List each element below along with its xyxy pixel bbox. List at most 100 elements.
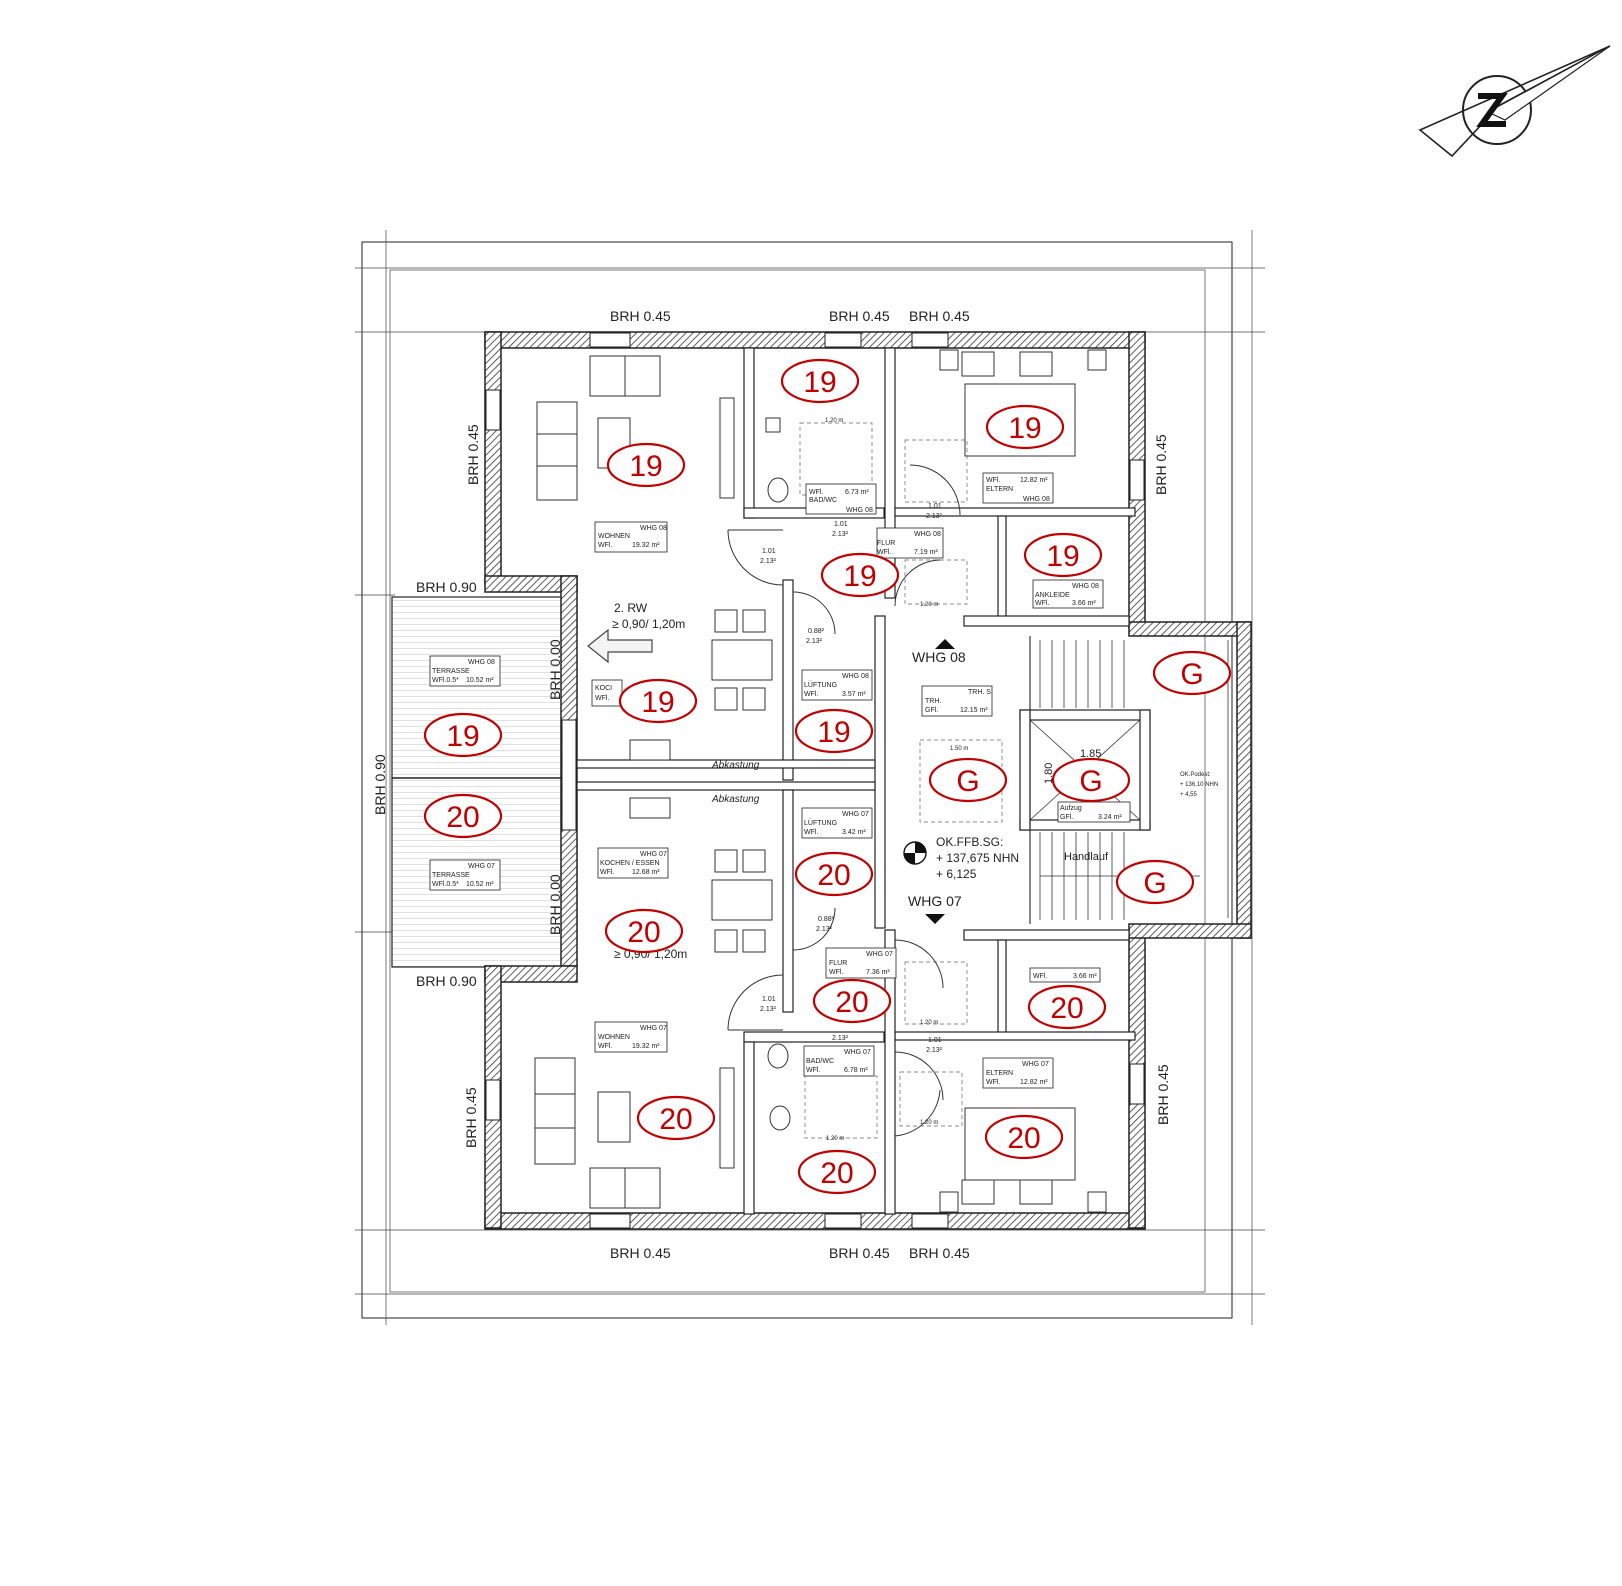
door-6-height: 2.13²	[760, 1006, 777, 1013]
room-box-bad-07: WHG 07 BAD/WC WFl. 6.78 m²	[803, 1045, 875, 1077]
clearance-120-d: 1.20 m	[920, 1120, 938, 1126]
svg-text:BAD/WC: BAD/WC	[809, 497, 837, 504]
room-box-treppenhaus: TRH. S TRH. GFl. 12.15 m²	[921, 685, 993, 717]
svg-text:10.52 m²: 10.52 m²	[466, 881, 494, 888]
clearance-120-c: 1.20 m	[920, 1020, 938, 1026]
svg-text:WHG 07: WHG 07	[842, 811, 869, 818]
clearance-120-a: 1.20 m	[825, 418, 843, 424]
unit-marker-oval-aufzug	[1051, 757, 1131, 803]
svg-text:WHG 07: WHG 07	[866, 951, 893, 958]
unit-marker-bad-08: 19	[803, 366, 836, 399]
brh-terrace-left: BRH 0.90	[372, 754, 388, 815]
podest-rel: + 4,55	[1180, 792, 1198, 798]
svg-text:KOCHEN / ESSEN: KOCHEN / ESSEN	[600, 860, 660, 867]
svg-text:TRH. S: TRH. S	[968, 689, 991, 696]
unit-marker-oval-flur-07	[812, 978, 892, 1024]
door-4-width: 0.88²	[808, 628, 825, 635]
unit-marker-oval-terrasse-08	[423, 712, 503, 758]
unit-marker-wohnen-08: 19	[629, 450, 662, 483]
brh-top-3: BRH 0.45	[909, 308, 970, 324]
svg-text:WFl.: WFl.	[986, 477, 1000, 484]
unit-marker-oval-flur-08	[820, 552, 900, 598]
unit-marker-aufzug: G	[1079, 765, 1102, 798]
svg-text:WFl.: WFl.	[595, 695, 609, 702]
unit-marker-oval-treppenhaus	[928, 757, 1008, 803]
svg-text:3.66 m²: 3.66 m²	[1073, 973, 1097, 980]
unit-marker-treppe-bottom: G	[1143, 867, 1166, 900]
unit-marker-oval-treppe-top	[1152, 650, 1232, 696]
terrace	[391, 596, 569, 968]
svg-text:LÜFTUNG: LÜFTUNG	[804, 819, 837, 827]
furniture-whg07	[534, 797, 1107, 1213]
svg-text:WFl.: WFl.	[806, 1067, 820, 1074]
svg-text:12.15 m²: 12.15 m²	[960, 707, 988, 714]
unit-marker-kochen-08: 19	[641, 686, 674, 719]
brh-bottom-1: BRH 0.45	[610, 1245, 671, 1261]
unit-marker-wohnen-07: 20	[659, 1103, 692, 1136]
brh-right-lower: BRH 0.45	[1155, 1064, 1171, 1125]
svg-text:WFl.: WFl.	[877, 549, 891, 556]
svg-text:WFl.0.5*: WFl.0.5*	[432, 677, 459, 684]
room-box-wohnen-07: WHG 07 WOHNEN WFl. 19.32 m²	[594, 1021, 668, 1053]
unit-marker-oval-ankleide-08	[1023, 532, 1103, 578]
room-box-eltern-08: WFl. 12.82 m² ELTERN WHG 08	[982, 472, 1054, 504]
brh-terrace-inner-lower: BRH 0.00	[547, 874, 563, 935]
brh-bottom-2: BRH 0.45	[829, 1245, 890, 1261]
svg-text:3.24 m²: 3.24 m²	[1098, 814, 1122, 821]
unit-marker-oval-kochen-07	[604, 908, 684, 954]
door-5-height: 2.13²	[816, 926, 833, 933]
svg-text:WHG 07: WHG 07	[468, 863, 495, 870]
brh-terrace-inner-upper: BRH 0.00	[547, 639, 563, 700]
svg-text:WFl.: WFl.	[598, 542, 612, 549]
svg-text:FLUR: FLUR	[877, 540, 895, 547]
whg07-label: WHG 07	[908, 893, 962, 909]
svg-text:10.52 m²: 10.52 m²	[466, 677, 494, 684]
svg-text:WFl.0.5*: WFl.0.5*	[432, 881, 459, 888]
door-8-height: 2.13²	[832, 1035, 849, 1042]
room-box-lueftung-08: WHG 08 LÜFTUNG WFl. 3.57 m²	[801, 669, 873, 701]
door-5-width: 0.88²	[818, 916, 835, 923]
svg-text:WHG 08: WHG 08	[1023, 496, 1050, 503]
room-box-terrasse-07: WHG 07 TERRASSE WFl.0.5* 10.52 m²	[429, 859, 501, 891]
svg-text:WHG 07: WHG 07	[640, 851, 667, 858]
unit-marker-oval-eltern-08	[985, 404, 1065, 450]
clearance-150: 1.50 m	[950, 746, 968, 752]
elevator-width: 1.85	[1080, 748, 1101, 760]
door-2-height: 2.13²	[832, 531, 849, 538]
svg-text:TERRASSE: TERRASSE	[432, 668, 470, 675]
brh-left-upper: BRH 0.45	[465, 424, 481, 485]
svg-text:WFl.: WFl.	[804, 829, 818, 836]
svg-text:WFl.: WFl.	[600, 869, 614, 876]
arrow-left-icon	[587, 628, 653, 664]
unit-marker-kochen-07: 20	[627, 916, 660, 949]
level-marker-icon	[903, 841, 927, 865]
brh-top-1: BRH 0.45	[610, 308, 671, 324]
svg-text:7.19 m²: 7.19 m²	[914, 549, 938, 556]
door-3-width: 1.01	[928, 503, 942, 510]
svg-text:LÜFTUNG: LÜFTUNG	[804, 681, 837, 689]
room-box-ankleide-08: WHG 08 ANKLEIDE WFl. 3.66 m²	[1032, 579, 1104, 609]
stair-up-icon	[935, 639, 955, 649]
brh-top-2: BRH 0.45	[829, 308, 890, 324]
unit-marker-flur-07: 20	[835, 986, 868, 1019]
svg-text:WFl.: WFl.	[829, 969, 843, 976]
door-4-height: 2.13²	[806, 638, 823, 645]
handlauf-label: Handlauf	[1064, 851, 1109, 863]
interior-walls	[576, 347, 1151, 1215]
okffb-title: OK.FFB.SG:	[936, 835, 1003, 849]
svg-text:19.32 m²: 19.32 m²	[632, 542, 660, 549]
room-box-lueftung-07: WHG 07 LÜFTUNG WFl. 3.42 m²	[801, 807, 873, 839]
unit-marker-oval-treppe-bottom	[1115, 859, 1195, 905]
door-7-width: 1.01	[928, 1037, 942, 1044]
svg-text:WHG 08: WHG 08	[914, 531, 941, 538]
svg-text:ELTERN: ELTERN	[986, 486, 1013, 493]
door-swings	[727, 464, 961, 1137]
podest-nhn: + 136,10 NHN	[1180, 782, 1218, 788]
svg-text:ELTERN: ELTERN	[986, 1070, 1013, 1077]
unit-marker-flur-08: 19	[843, 560, 876, 593]
unit-marker-lueftung-07: 20	[817, 859, 850, 892]
stair-down-icon	[925, 914, 945, 924]
svg-text:ANKLEIDE: ANKLEIDE	[1035, 592, 1070, 599]
north-arrow-icon	[1418, 45, 1611, 158]
